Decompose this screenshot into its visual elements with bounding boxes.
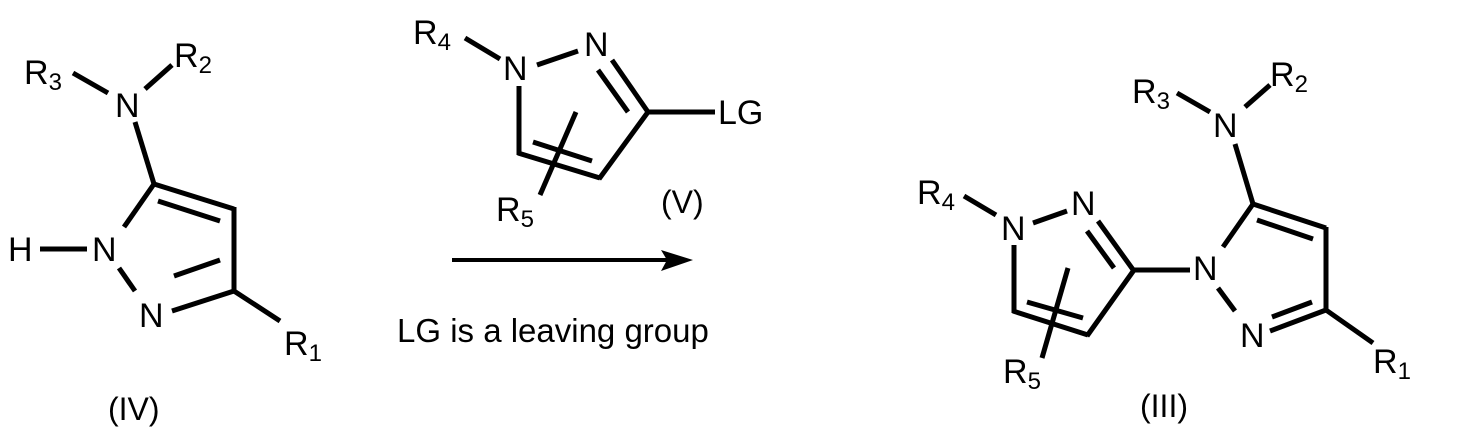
bond-r5-floating [1039,267,1071,359]
bond-c5-n1 [121,182,157,229]
atom-n2: N [584,26,609,64]
bond-n2-c3-left-inner [1084,229,1117,270]
bond-n1-n2 [536,48,579,68]
bond-n2-c3 [609,58,651,114]
atom-left-n2: N [1071,185,1096,223]
atom-r3: R3 [24,54,62,96]
reaction-condition: LG is a leaving group [397,312,709,349]
bond-n1-n2 [1215,286,1238,313]
bond-c3-n2-inner [173,257,221,279]
atom-h: H [8,231,33,269]
bond-c3-n2 [1269,307,1327,334]
bond-c5-n1 [1220,202,1256,249]
bond-n1-n2-left [1032,208,1068,226]
bond-r4-n1 [962,193,998,218]
compound-iii: R3 R2 N R4 N N N N R1 R5 (III) [917,56,1411,424]
compound-iv: R3 R2 N H N N R1 (IV) [8,37,322,427]
atom-right-n1: N [1193,250,1218,288]
bond-c3-c4-left [1084,268,1137,338]
compound-v: R4 N N LG R5 (V) [413,14,763,233]
bond-c5-c4-inner [1256,217,1314,242]
atom-lg: LG [718,94,763,132]
reaction-arrow: LG is a leaving group [397,250,709,349]
atom-r5: R5 [496,191,534,233]
atom-n1: N [92,231,117,269]
bond-c5-c4 [153,181,235,212]
atom-r4: R4 [413,14,451,56]
bond-n2-c3-inner [595,68,631,114]
bond-n-c5 [132,121,157,185]
bond-n-r2 [1243,83,1272,109]
atom-r3: R3 [1132,73,1170,115]
bond-n-r2 [143,63,174,91]
bond-c5-c4 [1252,201,1327,231]
bond-n-c5 [1232,143,1256,205]
bond-n1-n2 [116,266,138,293]
bond-c5-c4-inner [157,198,221,224]
atom-amine-n: N [115,87,140,125]
arrow-head-icon [661,250,693,271]
bond-c3-n2-inner [1271,299,1313,320]
bond-r5-floating [537,111,579,196]
atom-r1: R1 [284,325,322,367]
atom-r4: R4 [917,174,955,216]
bond-c4-c5 [517,150,601,181]
bond-r3-n [71,70,110,96]
bond-r4-n1 [463,35,502,62]
compound-label-iv: (IV) [108,391,160,427]
atom-amine-n: N [1213,107,1238,145]
bond-r3-n [1175,90,1212,115]
atom-r1: R1 [1373,343,1411,385]
bond-c3-n2 [171,288,235,314]
bond-c3-c4 [596,110,651,181]
atom-r2: R2 [174,37,212,79]
atom-r5: R5 [1003,353,1041,395]
compound-label-v: (V) [661,184,704,220]
atom-left-n1: N [1001,210,1026,248]
atom-n2: N [139,297,164,335]
atom-right-n2: N [1240,317,1265,355]
atom-r2: R2 [1270,56,1308,98]
atom-n1: N [503,50,528,88]
compound-label-iii: (III) [1140,388,1188,424]
bond-n2-c3-left [1095,219,1137,273]
bond-c4-c5-inner [532,139,593,164]
bond-c3-r1 [1324,307,1375,346]
bond-c3-r1 [232,288,282,324]
